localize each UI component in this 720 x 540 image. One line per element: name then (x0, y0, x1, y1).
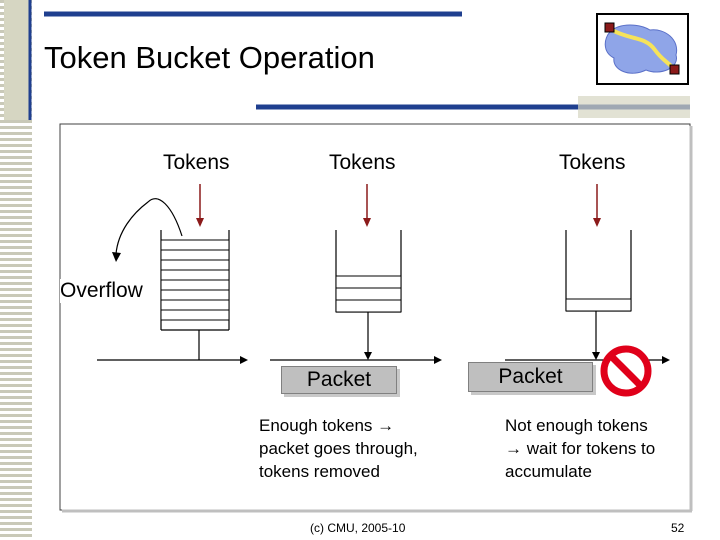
token-slot (160, 239, 230, 251)
tokens-label-2: Tokens (329, 151, 396, 174)
no-entry-icon (600, 345, 652, 397)
token-slot (160, 269, 230, 281)
packet-box-2: Packet (468, 362, 593, 392)
token-slot (160, 309, 230, 321)
left-stripe-block (4, 0, 30, 120)
caption-line: packet goes through, (259, 439, 418, 458)
token-arrowhead (196, 218, 204, 227)
packet-box-1: Packet (281, 366, 397, 394)
bucket3-flow-arrowhead (662, 356, 670, 364)
frame-corner-block (578, 96, 690, 118)
caption-line: Enough tokens → (259, 416, 395, 435)
token-slot (160, 249, 230, 261)
caption-line: Not enough tokens (505, 416, 648, 435)
bucket2-outlet-arrowhead (364, 352, 372, 360)
caption-not-enough-tokens: Not enough tokens → wait for tokens to a… (505, 414, 695, 483)
page-number: 52 (671, 521, 685, 535)
token-slot (335, 275, 402, 289)
slide-title: Token Bucket Operation (44, 40, 375, 75)
token-arrows (196, 184, 601, 227)
bucket-partial (335, 230, 402, 313)
token-slot (335, 287, 402, 301)
token-slot (335, 299, 402, 313)
token-slot (565, 298, 632, 312)
token-slot (160, 299, 230, 311)
caption-line: → wait for tokens to (505, 439, 656, 458)
bucket-full (160, 230, 230, 331)
overflow-curve-arrow (115, 198, 183, 255)
network-path-icon (596, 13, 689, 85)
footer-copyright: (c) CMU, 2005-10 (310, 521, 406, 535)
caption-line: accumulate (505, 462, 592, 481)
caption-line: tokens removed (259, 462, 380, 481)
token-slot (160, 289, 230, 301)
bucket1-flow-arrowhead (240, 356, 248, 364)
token-arrowhead (363, 218, 371, 227)
bucket2-flow-arrowhead (434, 356, 442, 364)
token-arrowhead (593, 218, 601, 227)
bucket-low (565, 230, 632, 312)
token-slot (160, 279, 230, 291)
tokens-label-3: Tokens (559, 151, 626, 174)
caption-enough-tokens: Enough tokens → packet goes through, tok… (259, 414, 469, 483)
tokens-label-1: Tokens (163, 151, 230, 174)
overflow-arrowhead (112, 252, 121, 262)
overflow-label: Overflow (60, 279, 145, 303)
token-slot (160, 259, 230, 271)
bucket3-outlet-arrowhead (592, 352, 600, 360)
